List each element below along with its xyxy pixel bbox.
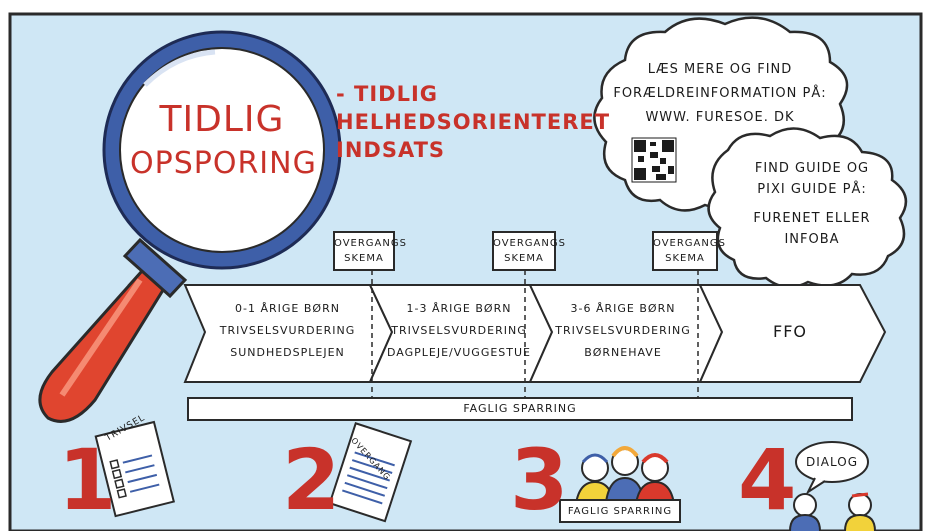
- overgang-tag-3: [652, 231, 718, 271]
- dialog-bubble-text: DIALOG: [806, 455, 858, 469]
- stage-4-text: FFO: [730, 320, 850, 344]
- stage-1-line-3: SUNDHEDSPLEJEN: [230, 346, 345, 359]
- lens-title-line-1: TIDLIG: [159, 99, 285, 140]
- overgang-tag-1-text: OVERGANGS SKEMA: [334, 236, 407, 266]
- guide-cloud-line-4: INFOBA: [784, 232, 840, 247]
- stage-3-text: 3-6 ÅRIGE BØRN TRIVSELSVURDERING BØRNEHA…: [548, 298, 698, 364]
- overgang-tag-2-line-1: OVERGANGS: [493, 238, 566, 249]
- overgang-tag-2-text: OVERGANGS SKEMA: [493, 236, 566, 266]
- overgang-tag-1-line-1: OVERGANGS: [334, 238, 407, 249]
- stage-2-line-2: TRIVSELSVURDERING: [391, 324, 527, 337]
- faglig-sparring-label: FAGLIG SPARRING: [463, 402, 577, 415]
- stage-2-line-3: DAGPLEJE/VUGGESTUE: [386, 346, 532, 359]
- stage-1-text: 0-1 ÅRIGE BØRN TRIVSELSVURDERING SUNDHED…: [205, 298, 370, 364]
- subtitle: - TIDLIG HELHEDSORIENTERET INDSATS: [336, 80, 611, 164]
- step-3-number: 3: [510, 431, 570, 529]
- overgang-tag-2-line-2: SKEMA: [504, 253, 544, 264]
- step-4-number: 4: [738, 431, 798, 529]
- overgang-tag-3-line-2: SKEMA: [665, 253, 705, 264]
- subtitle-line-3: INDSATS: [336, 138, 446, 162]
- guide-cloud-line-2: PIXI GUIDE PÅ:: [757, 182, 867, 197]
- overgang-document-icon: [328, 422, 413, 523]
- lens-title: TIDLIG OPSPORING: [130, 98, 317, 186]
- people-group-icon: [559, 446, 681, 523]
- guide-cloud-line-1: FIND GUIDE OG: [754, 161, 870, 176]
- info-cloud-text: LÆS MERE OG FIND FORÆLDREINFORMATION PÅ:…: [600, 58, 840, 130]
- faglig-sparring-bar: [187, 397, 853, 421]
- dialog-people-icon: [789, 441, 876, 531]
- stage-3-line-3: BØRNEHAVE: [584, 346, 662, 359]
- subtitle-line-1: - TIDLIG: [336, 82, 439, 106]
- overgang-tag-1: [333, 231, 395, 271]
- stage-3-line-2: TRIVSELSVURDERING: [555, 324, 691, 337]
- stage-2-line-1: 1-3 ÅRIGE BØRN: [406, 302, 512, 315]
- info-cloud-line-2: FORÆLDREINFORMATION PÅ:: [613, 86, 827, 101]
- transition-dashed-lines: [371, 270, 699, 398]
- subtitle-line-2: HELHEDSORIENTERET: [336, 110, 611, 134]
- overgang-tag-3-line-1: OVERGANGS: [653, 238, 726, 249]
- magnifying-glass-icon: [102, 30, 342, 270]
- guide-cloud: [707, 127, 908, 289]
- stage-arrow-4: [698, 284, 887, 383]
- qr-code-icon: [631, 137, 677, 183]
- faglig-sparring-banner: FAGLIG SPARRING: [567, 506, 673, 517]
- overgang-tag-3-text: OVERGANGS SKEMA: [653, 236, 726, 266]
- stage-2-text: 1-3 ÅRIGE BØRN TRIVSELSVURDERING DAGPLEJ…: [384, 298, 534, 364]
- lens-title-line-2: OPSPORING: [130, 146, 317, 181]
- guide-cloud-text: FIND GUIDE OG PIXI GUIDE PÅ: FURENET ELL…: [722, 158, 902, 250]
- step-2-number: 2: [282, 431, 342, 529]
- info-cloud-line-1: LÆS MERE OG FIND: [647, 62, 793, 77]
- trivsel-document-icon: [94, 420, 175, 518]
- stage-1-line-2: TRIVSELSVURDERING: [219, 324, 356, 337]
- stage-1-line-1: 0-1 ÅRIGE BØRN: [235, 302, 340, 315]
- step-1-number: 1: [58, 431, 118, 529]
- info-cloud-line-3: WWW. FURESOE. DK: [645, 110, 795, 125]
- overgang-tag-2: [492, 231, 556, 271]
- magnifier-handle: [38, 237, 188, 423]
- stage-3-line-1: 3-6 ÅRIGE BØRN: [570, 302, 676, 315]
- stage-4-line-1: FFO: [773, 322, 807, 341]
- overgang-tag-1-line-2: SKEMA: [344, 253, 384, 264]
- guide-cloud-line-3: FURENET ELLER: [753, 211, 871, 226]
